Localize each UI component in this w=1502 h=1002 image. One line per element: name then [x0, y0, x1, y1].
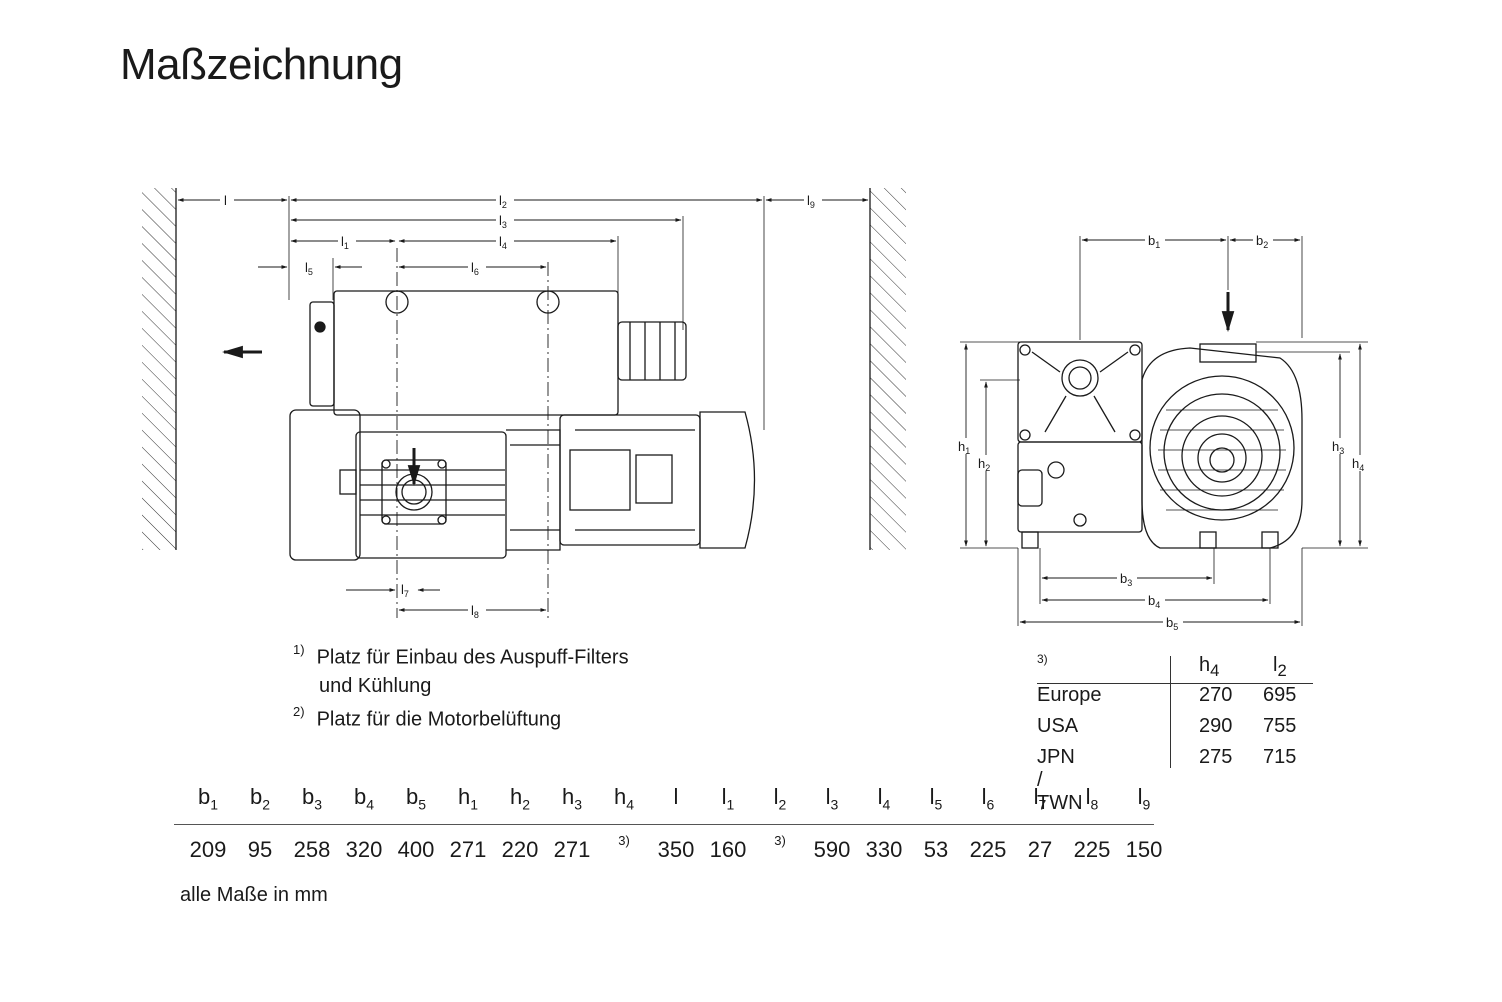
- front-view: [960, 236, 1368, 626]
- dimension-header-l4: l4: [877, 784, 891, 813]
- dimension-header-b2: b2: [249, 784, 271, 813]
- variants-l2: 695: [1263, 684, 1297, 706]
- dimension-value-b1: 209: [189, 837, 227, 862]
- dimension-header-h3: h3: [561, 784, 583, 813]
- dimension-value-l7: 27: [1027, 837, 1053, 862]
- label-l: l: [224, 193, 227, 208]
- footnote-2-line-1: Platz für die Motorbelüftung: [316, 708, 562, 731]
- left-wall-hatch: [142, 188, 176, 550]
- dimension-header-l2: l2: [773, 784, 787, 813]
- label-h4: h4: [1352, 456, 1364, 473]
- dimension-value-h4: 3): [618, 833, 630, 848]
- dimension-value-l8: 225: [1073, 837, 1111, 862]
- label-b3: b3: [1120, 571, 1132, 588]
- label-b4: b4: [1148, 593, 1160, 610]
- label-l1: l1: [341, 234, 349, 251]
- footnote-1-mark: 1): [293, 642, 305, 657]
- dimension-header-h1: h1: [457, 784, 479, 813]
- dimension-header-l9: l9: [1137, 784, 1151, 813]
- dimension-header-l: l: [673, 784, 679, 809]
- variants-region: USA: [1037, 715, 1079, 737]
- variants-divider-vertical: [1170, 656, 1171, 768]
- label-h3: h3: [1332, 439, 1344, 456]
- dimension-value-h3: 271: [553, 837, 591, 862]
- dimensions-table: b1 b2 b3 b4 b5 h1 h2 h3 h4 l l1 l2 l3 l4 l5 l6 l7 l8 l9 20…: [174, 784, 1163, 877]
- dimension-header-l8: l8: [1085, 784, 1099, 813]
- footnote-1-line-2: und Kühlung: [319, 674, 432, 697]
- dimension-header-b5: b5: [405, 784, 427, 813]
- dimension-value-l5: 53: [923, 837, 949, 862]
- dimension-value-l: 350: [657, 837, 695, 862]
- dimension-header-l3: l3: [825, 784, 839, 813]
- label-l5: l5: [305, 260, 313, 277]
- footnote-1: 1) Platz für Einbau des Auspuff-Filters u…: [293, 638, 629, 700]
- variants-h4: 290: [1199, 715, 1233, 737]
- variants-note: 3): [1037, 652, 1048, 666]
- footnote-2: 2) Platz für die Motorbelüftung: [293, 700, 561, 734]
- footnote-2-mark: 2): [293, 704, 305, 719]
- dimension-header-b1: b1: [197, 784, 219, 813]
- side-view: [142, 188, 906, 618]
- dimension-value-b5: 400: [397, 837, 435, 862]
- label-l3: l3: [499, 213, 507, 230]
- dimension-value-l9: 150: [1125, 837, 1163, 862]
- dimension-header-l1: l1: [721, 784, 735, 813]
- dimension-value-h1: 271: [449, 837, 487, 862]
- dimension-value-b3: 258: [293, 837, 331, 862]
- variants-h4: 270: [1199, 684, 1233, 706]
- label-l2: l2: [499, 193, 507, 210]
- dimension-header-b3: b3: [301, 784, 323, 813]
- right-wall-hatch: [870, 188, 906, 550]
- label-b5: b5: [1166, 615, 1178, 632]
- label-l8: l8: [471, 603, 479, 620]
- dimensions-value-row: 209 95 258 320 400 271 220 271 3) 350 160 3) 590 330 5…: [174, 833, 1163, 877]
- dimensions-header-row: b1 b2 b3 b4 b5 h1 h2 h3 h4 l l1 l2 l3 l4 l5 l6 l7 l8 l9: [174, 784, 1154, 824]
- dimension-header-l5: l5: [929, 784, 943, 813]
- dimension-header-h2: h2: [509, 784, 531, 813]
- label-h2: h2: [978, 456, 990, 473]
- side-dimension-labels: l l2 l9 l3 l1 l4 l5 l6 l7 l8: [220, 192, 822, 620]
- dimension-value-l1: 160: [709, 837, 747, 862]
- variants-h4: 275: [1199, 746, 1233, 768]
- variants-l2: 715: [1263, 746, 1297, 768]
- dimension-value-l4: 330: [865, 837, 903, 862]
- units-note: alle Maße in mm: [180, 884, 328, 906]
- dimension-value-b4: 320: [345, 837, 383, 862]
- dimension-header-b4: b4: [353, 784, 375, 813]
- variants-header-h4: h4: [1199, 654, 1220, 680]
- page-title: Maßzeichnung: [120, 40, 403, 89]
- label-l7: l7: [401, 582, 409, 599]
- dimension-header-h4: h4: [613, 784, 635, 813]
- dimension-value-h2: 220: [501, 837, 539, 862]
- variants-l2: 755: [1263, 715, 1297, 737]
- label-l6: l6: [471, 260, 479, 277]
- dimension-value-b2: 95: [247, 837, 273, 862]
- variants-header-l2: l2: [1273, 654, 1287, 680]
- dimension-value-l3: 590: [813, 837, 851, 862]
- dimension-value-l6: 225: [969, 837, 1007, 862]
- footnote-1-line-1: Platz für Einbau des Auspuff-Filters: [316, 646, 629, 669]
- front-dimension-labels: b1 b2 h1 h2 h3 h4 b3 b4 b5: [957, 232, 1371, 632]
- variants-divider-horizontal: [1037, 683, 1313, 684]
- dimension-header-l6: l6: [981, 784, 995, 813]
- label-b1: b1: [1148, 233, 1160, 250]
- dimensions-rule: [174, 824, 1154, 825]
- variants-region: Europe: [1037, 684, 1102, 706]
- dimension-value-l2: 3): [774, 833, 786, 848]
- label-l4: l4: [499, 234, 507, 251]
- label-b2: b2: [1256, 233, 1268, 250]
- label-l9: l9: [807, 193, 815, 210]
- variants-region: JPN / TWN: [1037, 746, 1083, 814]
- label-h1: h1: [958, 439, 970, 456]
- dimension-header-l7: l7: [1033, 784, 1047, 813]
